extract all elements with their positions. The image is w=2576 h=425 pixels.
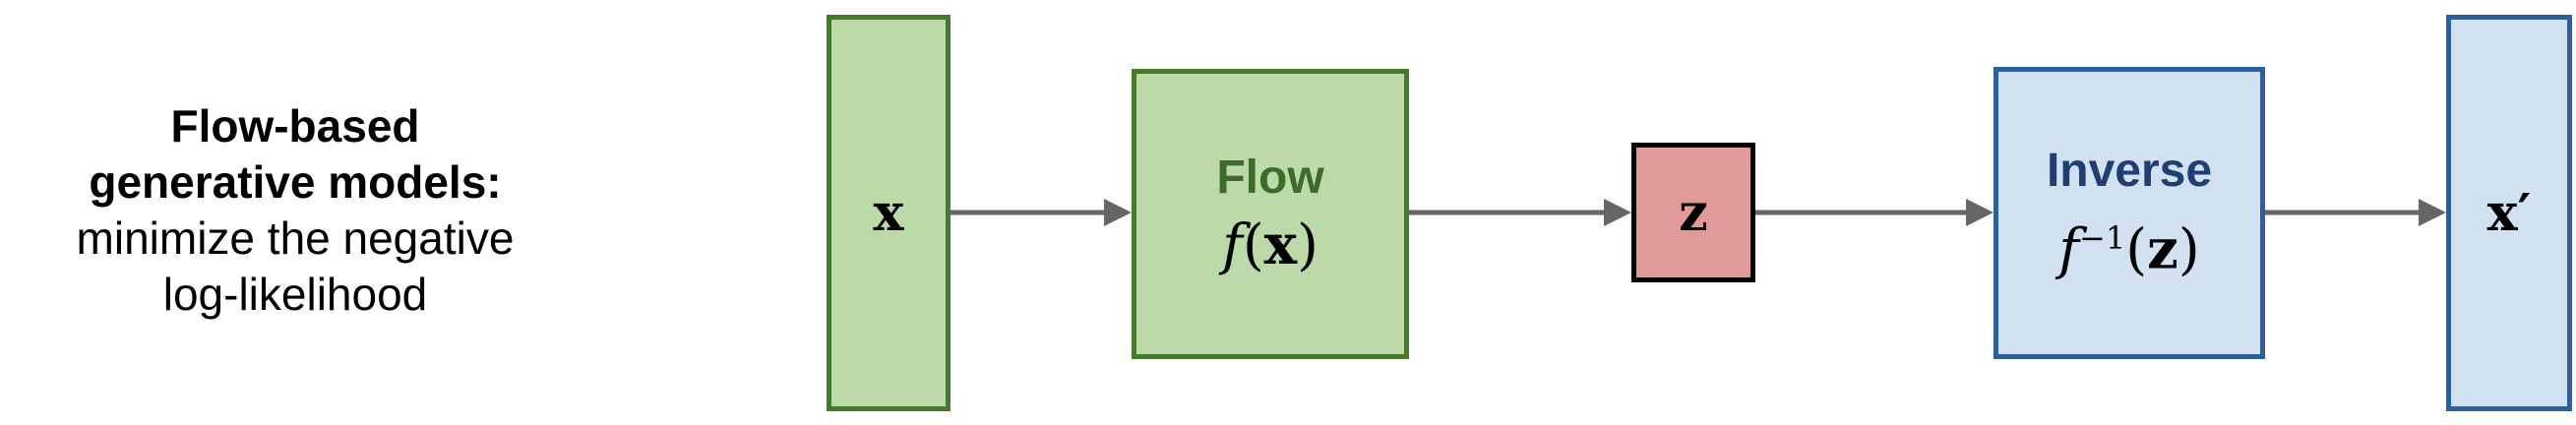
output-xprime-label: x′: [2486, 183, 2532, 243]
latent-z-label: z: [1679, 182, 1708, 243]
caption-line-2: generative models:: [89, 156, 502, 208]
output-xprime-node: x′: [2446, 15, 2572, 411]
caption-line-1: Flow-based: [170, 100, 420, 152]
arrow-x-to-flow: [951, 199, 1132, 226]
arrow-inverse-to-xprime: [2265, 199, 2446, 226]
input-x-label: x: [873, 183, 904, 243]
input-x-node: x: [827, 15, 951, 411]
inverse-formula: f−1(z): [2058, 216, 2200, 282]
flow-node: Flow f(x): [1132, 69, 1409, 359]
flow-title: Flow: [1216, 152, 1324, 204]
caption: Flow-based generative models: minimize t…: [0, 98, 590, 323]
arrow-z-to-inverse: [1755, 199, 1993, 226]
caption-line-3: minimize the negative: [76, 212, 515, 264]
latent-z-node: z: [1631, 143, 1755, 282]
arrow-flow-to-z: [1409, 199, 1631, 226]
inverse-title: Inverse: [2046, 145, 2213, 198]
caption-line-4: log-likelihood: [162, 269, 428, 320]
flow-formula: f(x): [1222, 212, 1319, 277]
inverse-node: Inverse f−1(z): [1993, 67, 2265, 359]
